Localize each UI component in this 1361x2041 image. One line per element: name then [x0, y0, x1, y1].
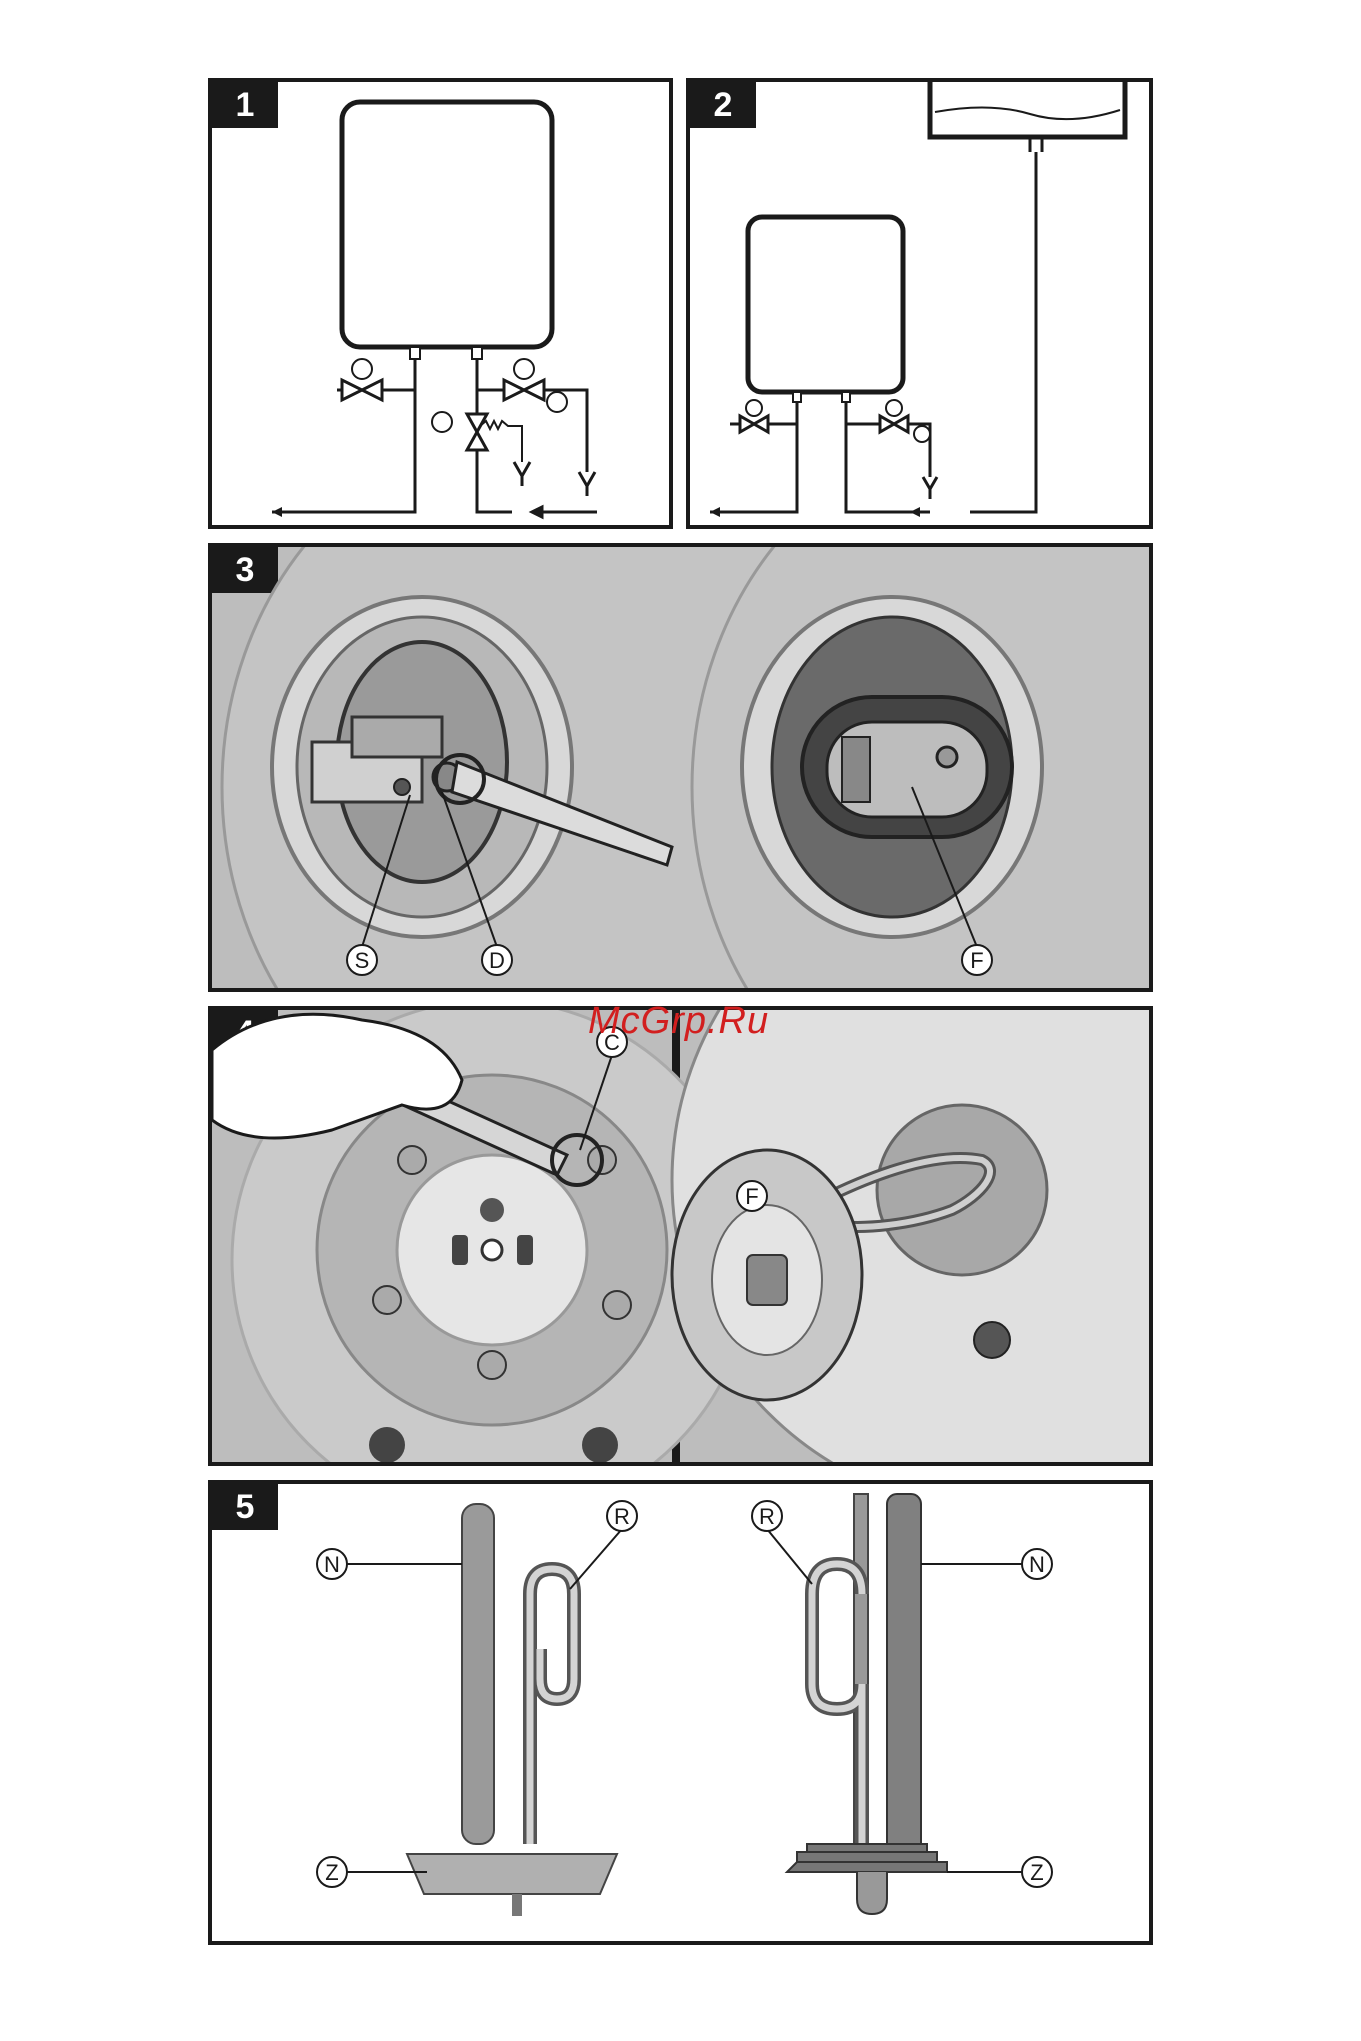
drain-funnel-2 — [579, 472, 595, 496]
bolt-3 — [373, 1286, 401, 1314]
stop-valve-marker — [514, 359, 534, 379]
flange-z-right — [787, 1844, 947, 1872]
terminal-right — [517, 1235, 533, 1265]
connection-diagram-1 — [212, 82, 673, 529]
water-heater-tank — [748, 217, 903, 392]
outlet-arrow — [710, 507, 720, 517]
tank-water-level — [935, 107, 1120, 119]
anode-stud — [937, 747, 957, 767]
cold-branch — [477, 390, 587, 472]
thermostat-clip — [352, 717, 442, 757]
thermostat-block — [842, 737, 870, 802]
hot-valve-marker — [746, 400, 762, 416]
heating-coil-r-left — [530, 1569, 574, 1844]
panel-1: 1 — [208, 78, 673, 529]
callout-z-left-label: Z — [325, 1860, 338, 1885]
connection-diagram-2 — [690, 82, 1153, 529]
hot-water-pipe — [710, 402, 797, 512]
bolt-5 — [478, 1351, 506, 1379]
leader-r-right — [767, 1529, 812, 1584]
center-stud — [482, 1240, 502, 1260]
anode-rod-n-right — [887, 1494, 921, 1854]
drain-marker — [914, 426, 930, 442]
hot-valve — [740, 416, 768, 432]
watermark: McGrp.Ru — [588, 1000, 769, 1043]
panel-2: 2 — [686, 78, 1153, 529]
flange-z-left — [407, 1854, 617, 1894]
heating-element-types: N R Z R N Z — [212, 1484, 1153, 1945]
hot-valve-marker — [352, 359, 372, 379]
callout-n-right-label: N — [1029, 1552, 1045, 1577]
safety-valve — [467, 414, 487, 450]
water-fitting — [974, 1322, 1010, 1358]
callout-r-left-label: R — [614, 1504, 630, 1529]
callout-n-left-label: N — [324, 1552, 340, 1577]
hot-valve — [342, 380, 382, 400]
screw-s — [394, 779, 410, 795]
inlet-fitting — [842, 392, 850, 402]
drain-marker — [547, 392, 567, 412]
callout-z-right-label: Z — [1030, 1860, 1043, 1885]
tank-opening — [877, 1105, 1047, 1275]
anode-hole — [480, 1198, 504, 1222]
safety-spring — [480, 421, 522, 462]
callout-f-label: F — [745, 1184, 758, 1209]
flange-illustration-4: C F — [212, 1010, 1153, 1466]
cold-stop-valve — [504, 380, 544, 400]
safety-valve-marker — [432, 412, 452, 432]
outlet-fitting — [793, 392, 801, 402]
drain-funnel-1 — [514, 462, 530, 486]
cold-valve-marker — [886, 400, 902, 416]
supply-pipe — [970, 152, 1036, 512]
inlet-arrow — [532, 507, 597, 517]
inlet-arrow — [910, 507, 920, 517]
panel-3: 3 S D F — [208, 543, 1153, 992]
inlet-fitting — [472, 347, 482, 359]
panel-4: 4 C F — [208, 1006, 1153, 1466]
cold-water-pipe — [846, 402, 930, 512]
bolt-4 — [603, 1291, 631, 1319]
terminal-left — [452, 1235, 468, 1265]
water-heater-tank — [342, 102, 552, 347]
drain-funnel — [923, 477, 937, 499]
callout-s-label: S — [355, 948, 370, 973]
callout-f-label: F — [970, 948, 983, 973]
stud-left — [512, 1894, 522, 1916]
foot-right — [582, 1427, 618, 1463]
foot-left — [369, 1427, 405, 1463]
cold-valve — [880, 416, 908, 432]
outlet-arrow — [272, 507, 282, 517]
mounting-loop-right — [857, 1872, 887, 1914]
flange-terminals — [747, 1255, 787, 1305]
callout-d-label: D — [489, 948, 505, 973]
bolt-1 — [398, 1146, 426, 1174]
callout-r-right-label: R — [759, 1504, 775, 1529]
outlet-fitting — [410, 347, 420, 359]
flange-illustration-3: S D F — [212, 547, 1153, 992]
leader-r-left — [570, 1529, 622, 1589]
anode-rod-n-left — [462, 1504, 494, 1844]
panel-5: 5 N R Z R N Z — [208, 1480, 1153, 1945]
